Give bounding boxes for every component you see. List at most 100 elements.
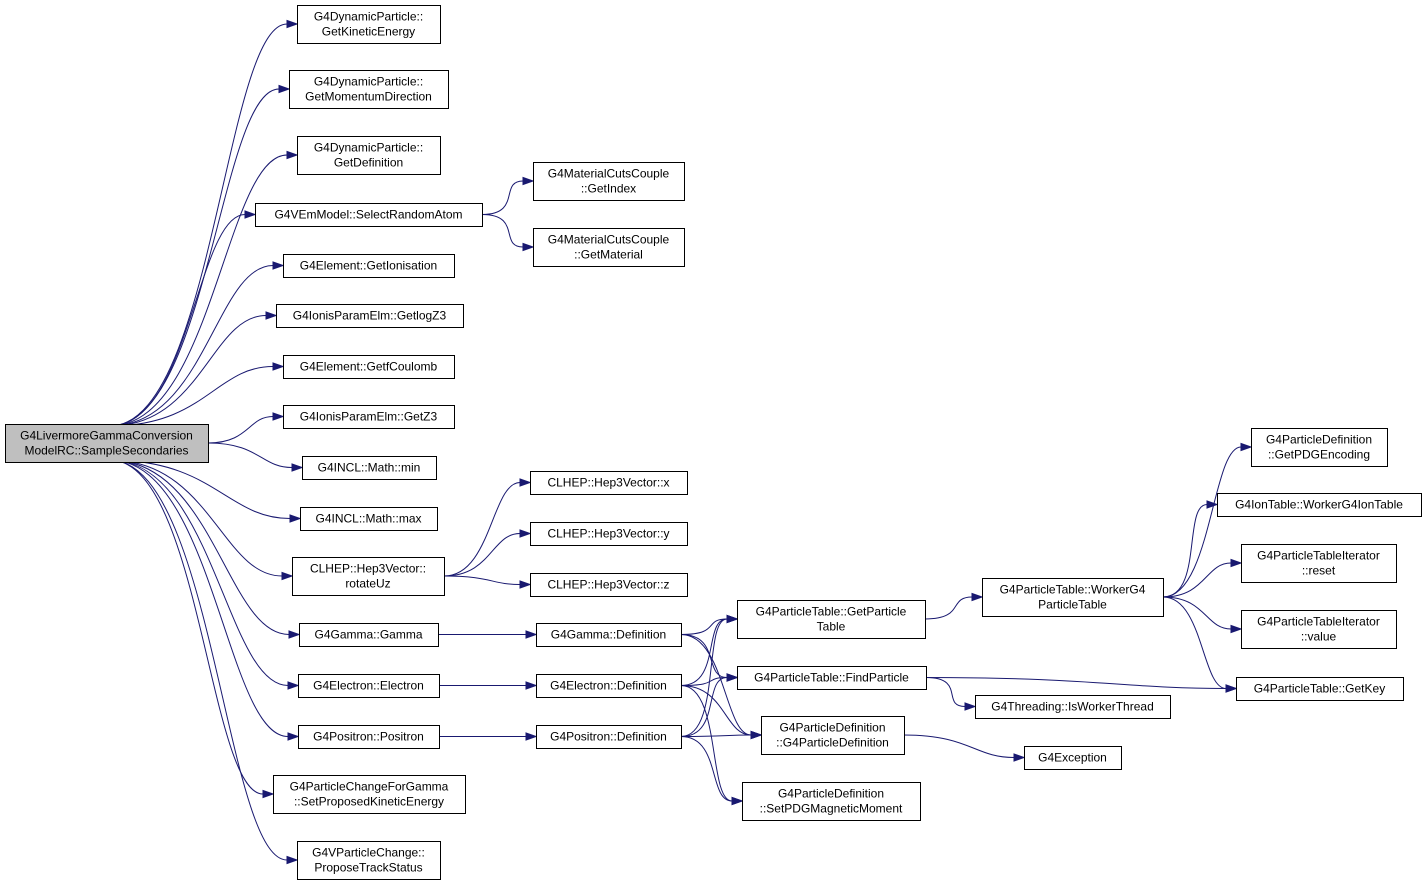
- node-label: G4ParticleTable::WorkerG4: [1000, 583, 1146, 597]
- node-g4positron-positron[interactable]: G4Positron::Positron: [298, 725, 440, 749]
- node-g4element-getionisation[interactable]: G4Element::GetIonisation: [283, 254, 455, 278]
- node-g4electron-definition[interactable]: G4Electron::Definition: [536, 674, 682, 698]
- node-label: ::SetProposedKineticEnergy: [294, 795, 444, 809]
- node-label: ::GetMaterial: [574, 248, 643, 262]
- node-g4positron-definition[interactable]: G4Positron::Definition: [536, 725, 682, 749]
- edge-arrowhead: [286, 150, 299, 160]
- edge-arrowhead: [278, 84, 291, 94]
- node-g4materialcutscouple-getmaterial[interactable]: G4MaterialCutsCouple::GetMaterial: [533, 228, 685, 267]
- node-g4particletable-getkey[interactable]: G4ParticleTable::GetKey: [1236, 677, 1404, 701]
- node-box: [297, 841, 441, 880]
- node-g4threading-isworkerthread[interactable]: G4Threading::IsWorkerThread: [975, 695, 1171, 719]
- node-g4particletableiterator-value[interactable]: G4ParticleTableIterator::value: [1241, 610, 1397, 649]
- edge-arrowhead: [519, 529, 532, 538]
- node-label: G4DynamicParticle::: [314, 141, 423, 155]
- edge-arrowhead: [262, 789, 275, 799]
- node-g4element-getfcoulomb[interactable]: G4Element::GetfCoulomb: [283, 355, 455, 379]
- node-box: [292, 557, 445, 596]
- edge-n26-n30: [925, 677, 966, 707]
- node-g4ionisparamelm-getz3[interactable]: G4IonisParamElm::GetZ3: [283, 405, 455, 429]
- node-box: [276, 304, 464, 328]
- node-g4dynamicparticle-getmomentumdirection[interactable]: G4DynamicParticle::GetMomentumDirection: [289, 70, 449, 109]
- edge-n24-n25: [680, 618, 728, 737]
- node-label: G4VParticleChange::: [312, 846, 425, 860]
- edge-n29-n34: [1162, 562, 1232, 598]
- node-box: [1217, 493, 1422, 517]
- edge-n0-n12: [109, 459, 290, 635]
- node-g4electron-electron[interactable]: G4Electron::Electron: [298, 674, 440, 698]
- edge-n0-n13: [109, 459, 289, 686]
- node-box: [737, 600, 926, 639]
- node-label: G4MaterialCutsCouple: [548, 233, 670, 247]
- node-g4particledefinition-setpdgmagneticmoment[interactable]: G4ParticleDefinition::SetPDGMagneticMome…: [742, 782, 921, 821]
- edge-n0-n1: [109, 23, 288, 427]
- node-box: [533, 228, 685, 267]
- node-clhep-hep3vector-x[interactable]: CLHEP::Hep3Vector::x: [530, 471, 688, 495]
- node-g4exception[interactable]: G4Exception: [1024, 746, 1122, 770]
- node-g4incl-math-min[interactable]: G4INCL::Math::min: [302, 456, 437, 480]
- node-label: G4Gamma::Gamma: [314, 628, 422, 642]
- node-label: ParticleTable: [1038, 598, 1107, 612]
- node-g4gamma-gamma[interactable]: G4Gamma::Gamma: [299, 623, 439, 647]
- edge-arrowhead: [525, 732, 538, 741]
- edge-n0-n3: [109, 154, 288, 427]
- node-label: G4Positron::Positron: [313, 730, 424, 744]
- node-g4dynamicparticle-getdefinition[interactable]: G4DynamicParticle::GetDefinition: [297, 136, 441, 175]
- node-box: [298, 725, 440, 749]
- node-g4gamma-definition[interactable]: G4Gamma::Definition: [536, 623, 682, 647]
- node-label: G4INCL::Math::min: [318, 461, 421, 475]
- node-box: [1241, 610, 1397, 649]
- node-box: [255, 203, 483, 227]
- node-g4materialcutscouple-getindex[interactable]: G4MaterialCutsCouple::GetIndex: [533, 162, 685, 201]
- node-g4particletableiterator-reset[interactable]: G4ParticleTableIterator::reset: [1241, 544, 1397, 583]
- edge-n4-n17: [481, 180, 524, 215]
- node-g4particledefinition-g4particledefinition[interactable]: G4ParticleDefinition::G4ParticleDefiniti…: [761, 716, 905, 755]
- node-label: G4DynamicParticle::: [314, 75, 423, 89]
- edge-arrowhead: [272, 412, 285, 421]
- node-g4vemmodel-selectrandomatom[interactable]: G4VEmModel::SelectRandomAtom: [255, 203, 483, 227]
- edge-n23-n27: [680, 685, 752, 736]
- edge-n29-n35: [1162, 596, 1232, 630]
- node-g4iontable-workerg4iontable[interactable]: G4IonTable::WorkerG4IonTable: [1217, 493, 1422, 517]
- node-g4particletable-findparticle[interactable]: G4ParticleTable::FindParticle: [737, 666, 927, 690]
- node-box: [1251, 428, 1388, 467]
- node-box: [298, 674, 440, 698]
- edge-arrowhead: [525, 630, 538, 639]
- node-clhep-hep3vector-rotateuz[interactable]: CLHEP::Hep3Vector::rotateUz: [292, 557, 445, 596]
- edge-n26-n36: [925, 677, 1227, 689]
- edge-n29-n32: [1162, 446, 1242, 598]
- node-label: G4Electron::Electron: [313, 679, 424, 693]
- node-box: [742, 782, 921, 821]
- node-g4incl-math-max[interactable]: G4INCL::Math::max: [300, 507, 438, 531]
- node-box: [1236, 677, 1404, 701]
- node-label: G4ParticleTable::GetKey: [1254, 682, 1385, 696]
- edge-arrowhead: [731, 796, 744, 806]
- node-g4particlechangeforgamma-setproposedkineticenergy[interactable]: G4ParticleChangeForGamma::SetProposedKin…: [273, 775, 466, 814]
- node-label: ProposeTrackStatus: [314, 861, 422, 875]
- edge-arrowhead: [1013, 753, 1026, 762]
- node-clhep-hep3vector-z[interactable]: CLHEP::Hep3Vector::z: [530, 573, 688, 597]
- node-label: CLHEP::Hep3Vector::: [310, 562, 426, 576]
- edge-n24-n28: [680, 736, 733, 802]
- node-g4vparticlechange-proposetrackstatus[interactable]: G4VParticleChange::ProposeTrackStatus: [297, 841, 441, 880]
- node-label: CLHEP::Hep3Vector::z: [547, 578, 669, 592]
- node-g4dynamicparticle-getkineticenergy[interactable]: G4DynamicParticle::GetKineticEnergy: [297, 5, 441, 44]
- node-box: [761, 716, 905, 755]
- node-g4livermoregammaconversionmodelrc-samplesecondaries[interactable]: G4LivermoreGammaConversionModelRC::Sampl…: [5, 424, 209, 463]
- node-label: G4ParticleTable::GetParticle: [756, 605, 907, 619]
- edge-n11-n19: [443, 482, 521, 577]
- edge-n27-n31: [903, 734, 1015, 758]
- node-clhep-hep3vector-y[interactable]: CLHEP::Hep3Vector::y: [530, 522, 688, 546]
- edge-arrowhead: [281, 571, 294, 581]
- node-label: ::G4ParticleDefinition: [776, 736, 889, 750]
- edge-n23-n28: [680, 685, 733, 802]
- edge-arrowhead: [971, 592, 984, 602]
- node-label: G4INCL::Math::max: [315, 512, 421, 526]
- node-g4particledefinition-getpdgencoding[interactable]: G4ParticleDefinition::GetPDGEncoding: [1251, 428, 1388, 467]
- node-box: [5, 424, 209, 463]
- node-box: [289, 70, 449, 109]
- node-g4ionisparamelm-getlogz3[interactable]: G4IonisParamElm::GetlogZ3: [276, 304, 464, 328]
